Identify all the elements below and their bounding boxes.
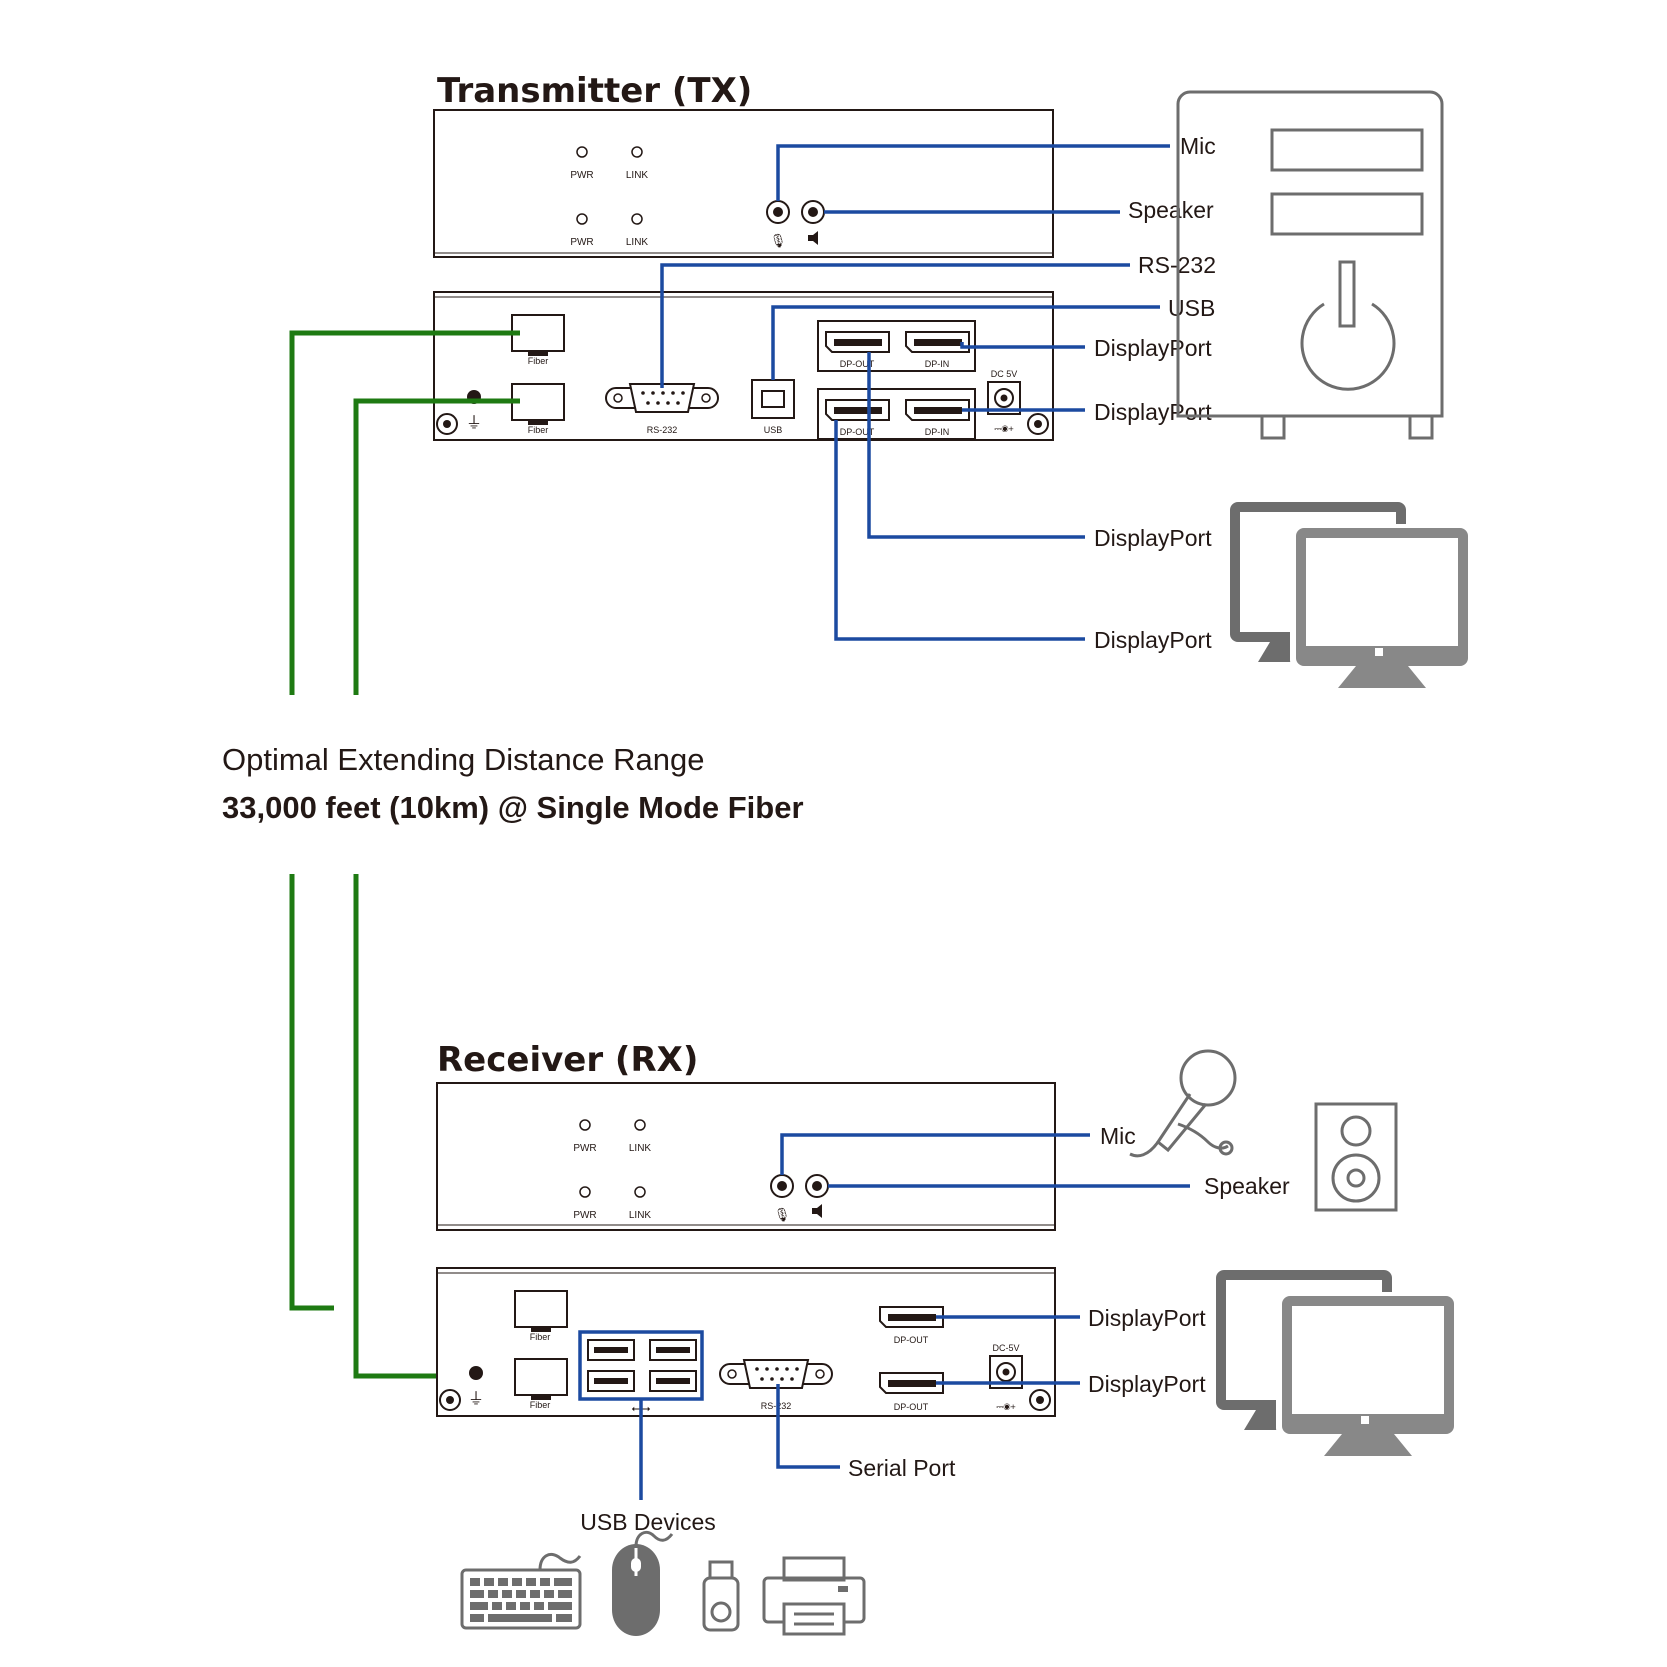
- tx-dp-out-label: DisplayPort: [1094, 525, 1212, 551]
- port-label: DP-OUT: [894, 1335, 929, 1345]
- port-label: DC 5V: [991, 369, 1018, 379]
- polarity-icon: ⎓◉+: [996, 1402, 1016, 1412]
- dp-in-port: [905, 399, 970, 421]
- port-label: DP-OUT: [840, 359, 875, 369]
- port-label: DP-OUT: [894, 1402, 929, 1412]
- ground-screw-icon: [469, 1366, 483, 1380]
- dp-in-port: [905, 331, 970, 353]
- led-label: PWR: [573, 1143, 596, 1154]
- led-label: LINK: [629, 1143, 652, 1154]
- pc-tower-icon: [1176, 90, 1444, 440]
- tx-usb-label: USB: [1168, 295, 1215, 321]
- serial-port: [718, 1359, 834, 1389]
- rx-dp-out-label: DisplayPort: [1088, 1305, 1206, 1331]
- dp-out-port: [825, 399, 890, 421]
- receiver-title: Receiver (RX): [437, 1040, 698, 1080]
- mouse-icon: [612, 1530, 674, 1636]
- transmitter-title: Transmitter (TX): [437, 71, 752, 111]
- port-label: Fiber: [530, 1400, 551, 1410]
- port-label: DP-IN: [925, 359, 950, 369]
- rx-signal-lines: [639, 1133, 1190, 1500]
- distance-value: 33,000 feet (10km) @ Single Mode Fiber: [222, 790, 804, 825]
- dp-out-port: [879, 1372, 944, 1394]
- tx-signal-lines: [660, 144, 1170, 641]
- tx-front-panel: PWR LINK PWR LINK 🎙: [433, 109, 1054, 258]
- rx-speaker-label: Speaker: [1204, 1173, 1290, 1199]
- rx-front-panel: PWR LINK PWR LINK 🎙: [436, 1082, 1056, 1231]
- rx-serial-label: Serial Port: [848, 1455, 956, 1481]
- ground-icon: ⏚: [468, 1390, 484, 1408]
- microphone-icon: [1129, 1049, 1237, 1158]
- usb-a-port: [587, 1370, 635, 1392]
- usb-a-port: [649, 1370, 697, 1392]
- led-label: PWR: [570, 237, 593, 248]
- dp-out-port: [825, 331, 890, 353]
- dual-monitor-icon: [1230, 502, 1470, 688]
- mic-icon: 🎙: [774, 1207, 791, 1222]
- led-label: PWR: [573, 1210, 596, 1221]
- usb-drive-icon: [702, 1560, 740, 1632]
- led-icon: [631, 146, 643, 158]
- dp-out-port: [879, 1306, 944, 1328]
- mic-icon: 🎙: [770, 233, 787, 248]
- led-icon: [634, 1119, 646, 1131]
- tx-rear-panel: ⏚ Fiber Fiber RS-232 USB DP-OUT: [433, 291, 1054, 441]
- usb-a-port: [587, 1339, 635, 1361]
- led-icon: [631, 213, 643, 225]
- fiber-port: [511, 383, 565, 421]
- speaker-icon: [1314, 1102, 1398, 1212]
- port-label: RS-232: [761, 1401, 792, 1411]
- port-label: Fiber: [530, 1332, 551, 1342]
- port-label: DP-IN: [925, 427, 950, 437]
- tx-dp-in-label: DisplayPort: [1094, 335, 1212, 361]
- serial-port: [604, 383, 720, 413]
- tx-dp-in-label: DisplayPort: [1094, 399, 1212, 425]
- led-icon: [579, 1186, 591, 1198]
- fiber-port: [514, 1358, 568, 1396]
- led-icon: [576, 213, 588, 225]
- rx-rear-panel: ⏚ Fiber Fiber ⭠⭢ RS-232 DP-OUT: [436, 1267, 1056, 1417]
- rx-dp-out-label: DisplayPort: [1088, 1371, 1206, 1397]
- tx-dp-out-label: DisplayPort: [1094, 627, 1212, 653]
- speaker-symbol-icon: [812, 1204, 822, 1218]
- speaker-symbol-icon: [808, 231, 818, 245]
- port-label: DP-OUT: [840, 427, 875, 437]
- led-icon: [634, 1186, 646, 1198]
- ground-icon: ⏚: [466, 414, 482, 432]
- keyboard-icon: [460, 1553, 582, 1630]
- usb-a-port: [649, 1339, 697, 1361]
- port-label: RS-232: [647, 425, 678, 435]
- rx-mic-label: Mic: [1100, 1123, 1136, 1149]
- tx-speaker-label: Speaker: [1128, 197, 1214, 223]
- polarity-icon: ⎓◉+: [994, 424, 1014, 434]
- dual-monitor-icon: [1216, 1270, 1456, 1456]
- led-icon: [579, 1119, 591, 1131]
- port-label: Fiber: [528, 425, 549, 435]
- port-label: Fiber: [528, 356, 549, 366]
- printer-icon: [762, 1556, 866, 1636]
- led-icon: [576, 146, 588, 158]
- port-label: DC-5V: [992, 1343, 1019, 1353]
- rx-usb-devices-label: USB Devices: [580, 1509, 715, 1535]
- port-label: USB: [764, 425, 783, 435]
- distance-caption: Optimal Extending Distance Range: [222, 742, 704, 777]
- led-label: PWR: [570, 170, 593, 181]
- led-label: LINK: [629, 1210, 652, 1221]
- led-label: LINK: [626, 170, 649, 181]
- tx-mic-label: Mic: [1180, 133, 1216, 159]
- led-label: LINK: [626, 237, 649, 248]
- fiber-port: [514, 1290, 568, 1328]
